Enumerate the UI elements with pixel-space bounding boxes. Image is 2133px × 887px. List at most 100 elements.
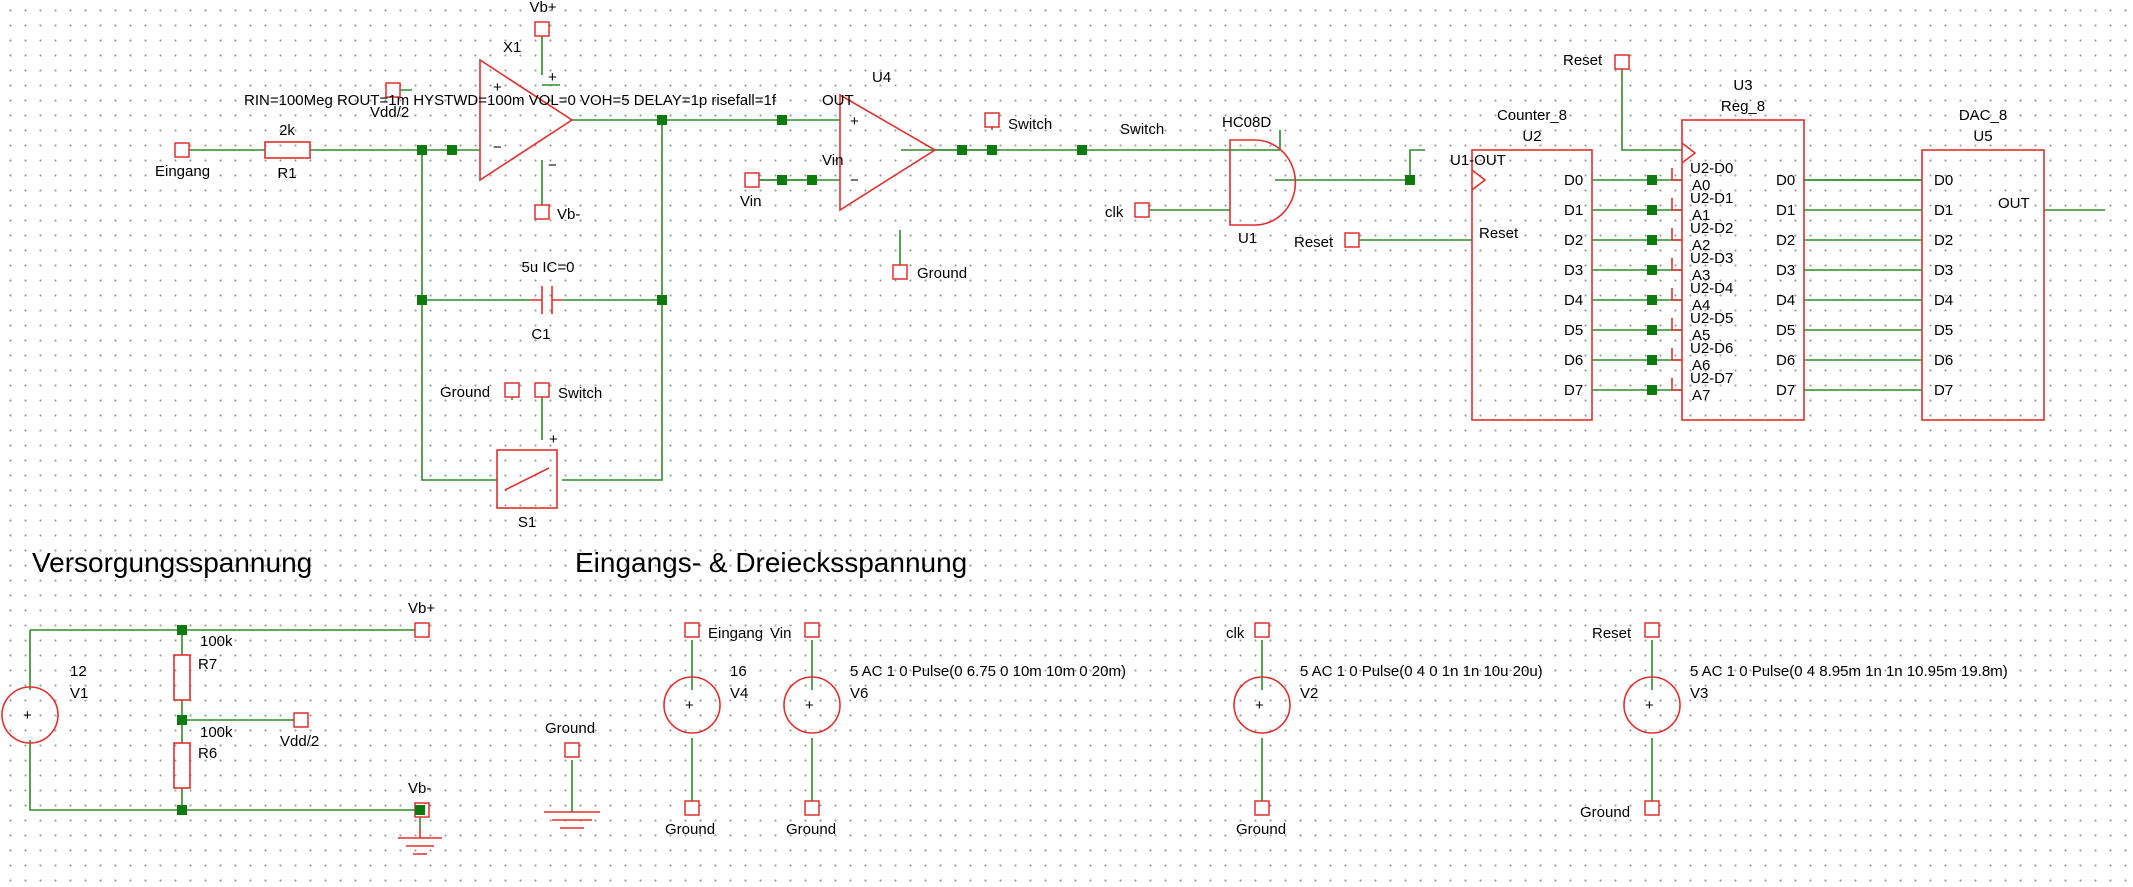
counter-u2[interactable] — [1471, 149, 1593, 421]
v6-label: V6 — [850, 685, 868, 702]
svg-text:+: + — [1255, 697, 1264, 714]
port-ground-u4[interactable] — [892, 264, 908, 280]
dac-u5[interactable] — [1921, 149, 2045, 421]
dac-input-label: D4 — [1934, 292, 1953, 309]
hc08d-label: HC08D — [1222, 114, 1271, 131]
register-net-label: U2-D5 — [1690, 310, 1733, 327]
port-eingang[interactable] — [174, 142, 190, 158]
voltage-source-v1[interactable] — [1, 686, 59, 744]
switch-label-1: Switch — [1008, 116, 1052, 133]
r7-value: 100k — [200, 633, 233, 650]
port-reset-counter[interactable] — [1344, 232, 1360, 248]
svg-text:+: + — [23, 707, 32, 724]
bus-junction — [1647, 385, 1657, 395]
u4-label: U4 — [872, 69, 891, 86]
port-vin[interactable] — [744, 172, 760, 188]
vdd2-supply-label: Vdd/2 — [280, 733, 319, 750]
vb-plus-label: Vb+ — [529, 0, 556, 16]
port-eingang-v4[interactable] — [684, 622, 700, 638]
dac-input-label: D2 — [1934, 232, 1953, 249]
port-switch-s1[interactable] — [534, 382, 550, 398]
register-output-label: D6 — [1776, 352, 1795, 369]
resistor-r6[interactable] — [173, 742, 191, 789]
voltage-source-v2[interactable] — [1233, 676, 1291, 734]
capacitor-c1[interactable] — [530, 286, 562, 314]
svg-text:+: + — [549, 431, 558, 448]
and-gate-u1[interactable] — [1229, 139, 1297, 226]
x1-label: X1 — [503, 39, 521, 56]
c1-value: 5u IC=0 — [522, 259, 575, 276]
dac-input-label: D7 — [1934, 382, 1953, 399]
resistor-r1[interactable] — [264, 141, 311, 159]
port-ground-v4[interactable] — [684, 800, 700, 816]
svg-text:−: − — [850, 172, 859, 189]
r7-label: R7 — [198, 656, 217, 673]
port-ground-v3[interactable] — [1644, 800, 1660, 816]
port-ground-v2[interactable] — [1254, 800, 1270, 816]
junction — [1077, 145, 1087, 155]
opamp-x1[interactable] — [479, 58, 574, 182]
dac-input-label: D5 — [1934, 322, 1953, 339]
port-switch[interactable] — [984, 112, 1000, 128]
clk-label: clk — [1105, 204, 1124, 221]
counter-label: Counter_8 — [1497, 107, 1567, 124]
voltage-source-v6[interactable] — [783, 676, 841, 734]
svg-text:+: + — [685, 697, 694, 714]
port-vdd2[interactable] — [385, 82, 401, 98]
dac-input-label: D3 — [1934, 262, 1953, 279]
ground-probe-label: Ground — [545, 720, 595, 737]
switch-s1[interactable] — [496, 449, 558, 509]
register-input-label: A5 — [1692, 327, 1710, 344]
comparator-params: RIN=100Meg ROUT=1m HYSTWD=100m VOL=0 VOH… — [244, 92, 777, 109]
port-vb-plus[interactable] — [534, 21, 550, 37]
port-vb-plus-supply[interactable] — [414, 622, 430, 638]
register-input-label: A1 — [1692, 207, 1710, 224]
bus-junction — [1647, 265, 1657, 275]
bus-junction — [1647, 295, 1657, 305]
resistor-r7[interactable] — [173, 654, 191, 701]
svg-text:+: + — [493, 79, 502, 96]
u1-label: U1 — [1238, 230, 1257, 247]
u2-label: U2 — [1522, 128, 1541, 145]
junction — [657, 115, 667, 125]
svg-text:−: − — [493, 139, 502, 156]
port-ground-probe[interactable] — [564, 742, 580, 758]
comparator-u4[interactable] — [839, 93, 937, 212]
junction — [777, 115, 787, 125]
counter-pin-label: D1 — [1564, 202, 1583, 219]
port-vb-minus[interactable] — [534, 204, 550, 220]
register-input-label: A6 — [1692, 357, 1710, 374]
port-vin-v6[interactable] — [804, 622, 820, 638]
port-clk-v2[interactable] — [1254, 622, 1270, 638]
r1-label: R1 — [277, 165, 296, 182]
port-ground-s1[interactable] — [504, 382, 520, 398]
counter-reset-pin: Reset — [1479, 225, 1519, 242]
counter-pin-label: D2 — [1564, 232, 1583, 249]
dac-input-label: D0 — [1934, 172, 1953, 189]
register-input-label: A3 — [1692, 267, 1710, 284]
port-ground-v6[interactable] — [804, 800, 820, 816]
reset-register-label: Reset — [1563, 52, 1603, 69]
voltage-source-v4[interactable] — [663, 676, 721, 734]
bus-junction — [1647, 325, 1657, 335]
bus-junction — [1647, 355, 1657, 365]
counter-pin-label: D7 — [1564, 382, 1583, 399]
vb-plus-supply-label: Vb+ — [408, 600, 435, 617]
port-clk[interactable] — [1134, 202, 1150, 218]
port-reset-v3[interactable] — [1644, 622, 1660, 638]
port-reset-register[interactable] — [1614, 54, 1630, 70]
vdd2-label: Vdd/2 — [370, 104, 409, 121]
v2-params: 5 AC 1 0 Pulse(0 4 0 1n 1n 10u 20u) — [1300, 663, 1543, 680]
register-output-label: D1 — [1776, 202, 1795, 219]
voltage-source-v3[interactable] — [1623, 676, 1681, 734]
junction — [415, 805, 425, 815]
v3-label: V3 — [1690, 685, 1708, 702]
reset-v3-label: Reset — [1592, 625, 1632, 642]
heading-supply-voltage: Versorgungsspannung — [32, 547, 313, 578]
vin-u4-label: Vin — [822, 152, 843, 169]
dac-input-label: D6 — [1934, 352, 1953, 369]
r1-value: 2k — [279, 122, 295, 139]
vb-minus-supply-label: Vb- — [408, 780, 431, 797]
port-vdd2-supply[interactable] — [293, 712, 309, 728]
